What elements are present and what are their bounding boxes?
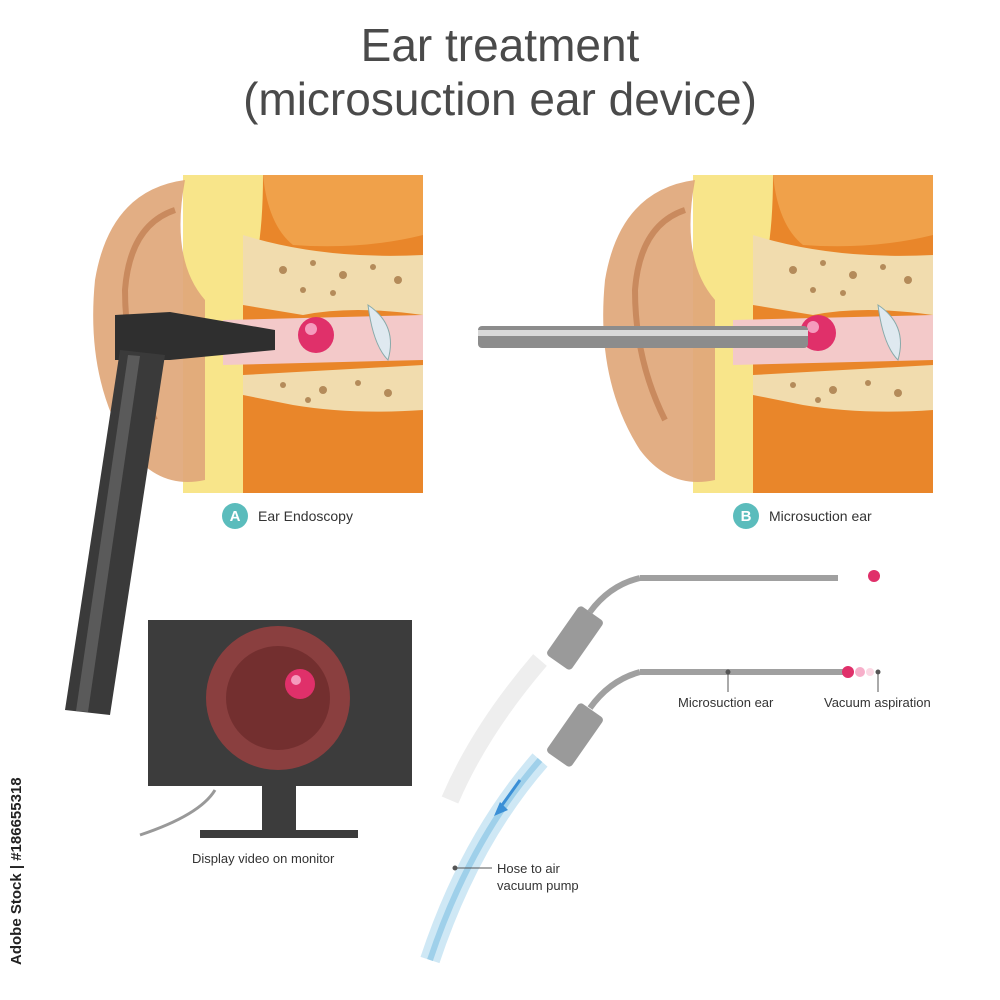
monitor-label: Display video on monitor [192,851,335,866]
ear-cross-section-a [183,175,423,493]
caption-b-text: Microsuction ear [769,508,872,524]
badge-a: A [222,503,248,529]
microsuction-device-lower [420,666,874,964]
caption-a-text: Ear Endoscopy [258,508,353,524]
microsuction-label: Microsuction ear [678,695,774,710]
ear-anatomy-a [183,175,423,493]
suction-probe-icon [478,326,808,348]
page-title: Ear treatment (microsuction ear device) [0,18,1000,126]
hose-label-line-1: Hose to air [497,861,560,876]
vacuum-label: Vacuum aspiration [824,695,931,710]
microsuction-device-upper [441,570,880,804]
caption-b: B Microsuction ear [733,503,872,529]
stock-id-text: Adobe Stock | #186655318 [8,777,25,965]
monitor-icon [139,620,412,838]
caption-a: A Ear Endoscopy [222,503,353,529]
otoscope-icon [65,312,275,715]
hose-label: Hose to air vacuum pump [497,860,579,894]
title-line-1: Ear treatment [360,19,640,71]
hose-label-line-2: vacuum pump [497,878,579,893]
badge-b: B [733,503,759,529]
title-line-2: (microsuction ear device) [243,73,757,125]
